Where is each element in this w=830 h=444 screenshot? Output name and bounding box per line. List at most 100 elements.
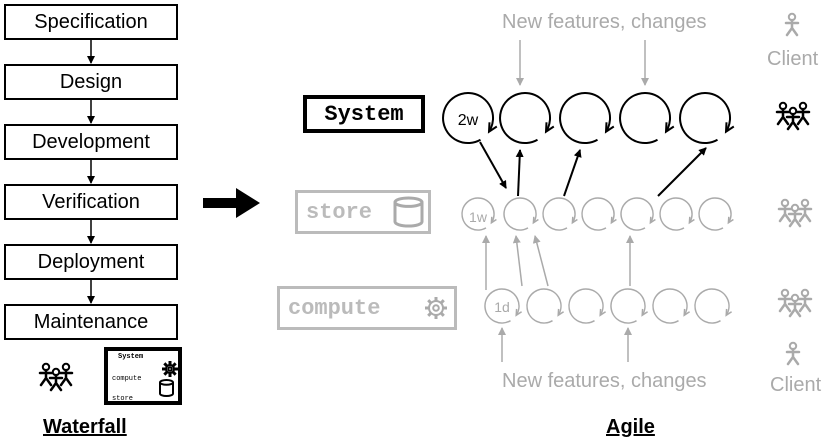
cycle-label-store: 1w [469, 209, 488, 225]
dependency-arrow [657, 147, 707, 197]
person-body [775, 107, 791, 126]
cycle-labels: 2w 1w 1d [458, 112, 510, 315]
cycle-icon [619, 92, 675, 145]
person-icon [787, 293, 803, 318]
dependency-arrow [515, 149, 524, 197]
cycle-icon [610, 288, 649, 324]
gear-rim [165, 364, 175, 374]
system-box: System [303, 95, 425, 133]
gear-hub [167, 366, 173, 372]
cycle-arc [559, 92, 612, 145]
cycle-arc [526, 288, 562, 324]
cycle-arrowhead [724, 122, 735, 134]
database-icon-store [393, 196, 424, 228]
database-body [159, 382, 174, 397]
cycle-arc [619, 92, 672, 145]
cycle-arrowhead [487, 122, 498, 134]
mini-compute-label: compute [112, 375, 142, 383]
person-body [797, 294, 813, 313]
cycle-arc [652, 288, 688, 324]
person-icon [787, 203, 803, 228]
waterfall-step-development: Development [4, 124, 178, 160]
database-top [393, 196, 424, 208]
waterfall-step-maintenance: Maintenance [4, 304, 178, 340]
person-body [784, 18, 800, 37]
cycle-label-compute: 1d [494, 299, 510, 315]
store-label: store [306, 199, 373, 225]
cycle-arc [620, 197, 654, 231]
waterfall-step-design: Design [4, 64, 178, 100]
person-body [797, 204, 813, 223]
cycle-arc [542, 197, 576, 231]
cycle-icon [442, 92, 498, 145]
step-label: Specification [34, 10, 148, 33]
mini-store-label: store [112, 395, 134, 403]
people-icon-compute [777, 288, 813, 318]
person-body [48, 373, 64, 392]
cycle-arrowhead [515, 308, 523, 317]
person-body [785, 347, 801, 366]
gear-hub [432, 304, 440, 312]
cycle-arrowhead [544, 122, 555, 134]
icon-layer [38, 12, 813, 397]
cycle-arc [484, 288, 520, 324]
person-icon [48, 367, 64, 392]
cycle-icon [568, 288, 607, 324]
cycle-arc [461, 197, 495, 231]
step-label: Deployment [37, 250, 145, 273]
store-box: store [295, 190, 431, 234]
cycle-icon [542, 197, 578, 231]
gear-icon-compute [425, 297, 447, 319]
cycle-arrowhead [727, 216, 734, 225]
iteration-cycles [442, 92, 735, 324]
cycle-arrowhead [664, 122, 675, 134]
person-icon [795, 101, 811, 126]
cycle-icon [559, 92, 615, 145]
people-icon-waterfall [38, 362, 74, 392]
people-icon-system [775, 101, 811, 131]
cycle-arc [659, 197, 693, 231]
people-icon-store [777, 198, 813, 228]
cycle-arrowhead [571, 216, 578, 225]
cycle-arrowhead [610, 216, 617, 225]
cycle-arc [610, 288, 646, 324]
cycle-icon [503, 197, 539, 231]
dependency-arrows [479, 40, 707, 362]
gear-icon-mini [162, 361, 178, 377]
cycle-icon [581, 197, 617, 231]
database-body [393, 202, 424, 228]
waterfall-step-verification: Verification [4, 184, 178, 220]
person-body [777, 294, 793, 313]
system-label: System [324, 101, 404, 127]
client-label-top: Client [767, 48, 819, 70]
person-icon [777, 288, 793, 313]
cycle-label-system: 2w [458, 112, 479, 129]
step-label: Design [59, 70, 123, 93]
person-body [777, 204, 793, 223]
person-icon [785, 106, 801, 131]
cycle-arrowhead [641, 308, 649, 317]
cycle-arc [503, 197, 537, 231]
top-features-note: New features, changes [502, 11, 707, 33]
cycle-icon [659, 197, 695, 231]
person-icon [797, 288, 813, 313]
step-label: Development [32, 130, 150, 153]
cycle-arc [499, 92, 552, 145]
cycle-icon [694, 288, 733, 324]
cycle-icon [652, 288, 691, 324]
person-body [58, 368, 74, 387]
person-icon [775, 101, 791, 126]
cycle-icon [679, 92, 735, 145]
cycle-arc [442, 92, 495, 145]
database-icon-mini [159, 379, 174, 397]
person-body [795, 107, 811, 126]
step-label: Maintenance [33, 310, 149, 333]
cycle-icon [461, 197, 497, 231]
cycle-arc [698, 197, 732, 231]
cycle-icon [526, 288, 565, 324]
person-body [787, 209, 803, 228]
dependency-arrow [563, 149, 582, 197]
person-icon-client-bottom [785, 341, 801, 366]
cycle-arc [581, 197, 615, 231]
